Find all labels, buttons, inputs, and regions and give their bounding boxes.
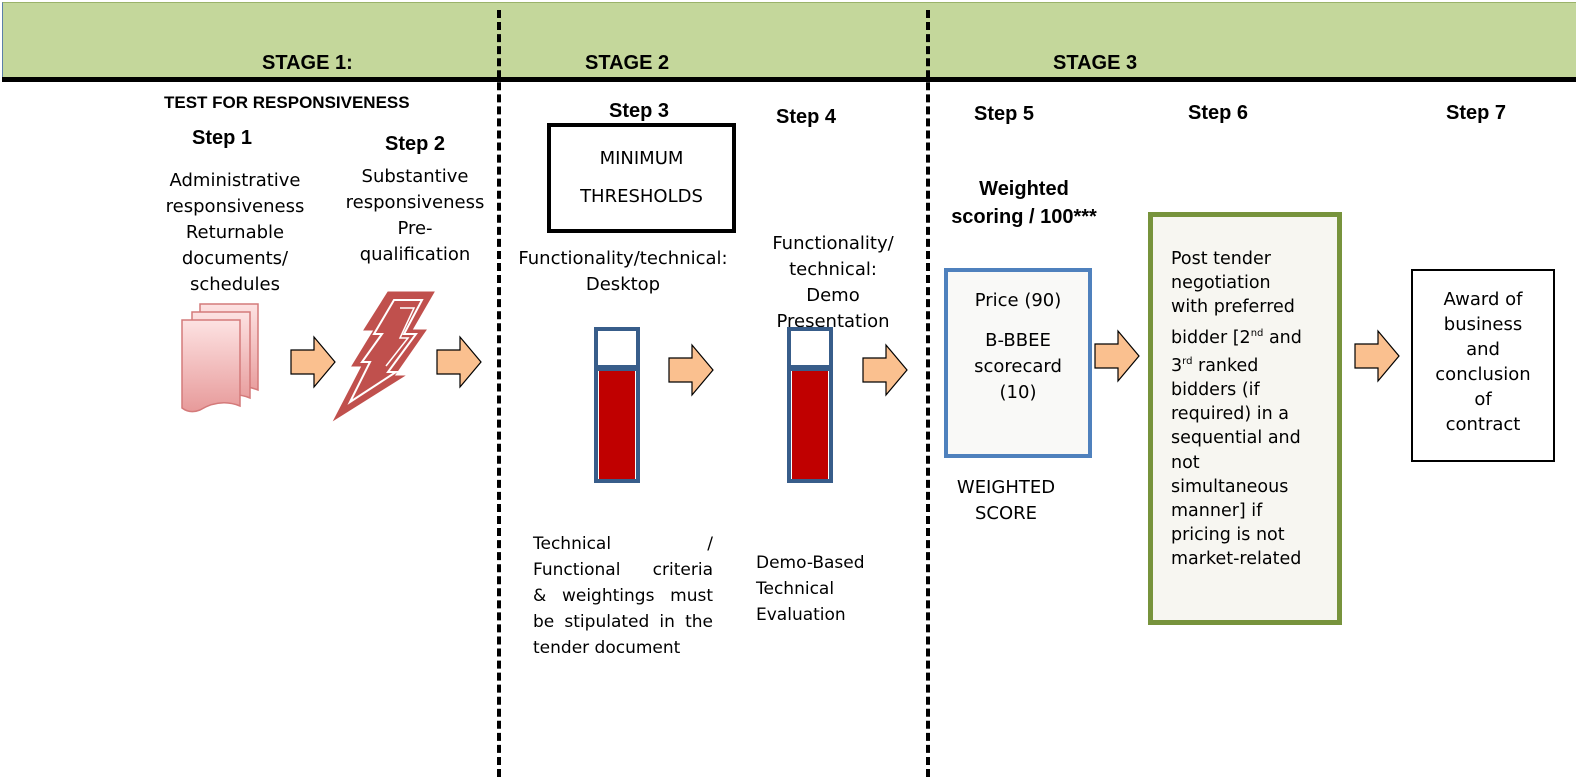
award-line: conclusion: [1435, 364, 1531, 385]
arrow-right-icon: [668, 343, 714, 397]
step2-description: Substantive responsiveness Pre- qualific…: [340, 164, 490, 268]
stage-1-label: STAGE 1:: [262, 52, 353, 74]
step4-note: Demo-Based Technical Evaluation: [756, 550, 896, 628]
negotiation-line: sequential and: [1171, 428, 1301, 449]
minimum-thresholds-box: MINIMUM THRESHOLDS: [547, 123, 736, 233]
step1-line: Administrative: [169, 170, 301, 191]
step4-line: Functionality/: [772, 233, 894, 254]
step4-note-line: Evaluation: [756, 605, 846, 625]
step4-line: Demo Presentation: [776, 285, 890, 332]
price-weight: Price (90): [974, 290, 1062, 311]
step-1-label: Step 1: [192, 127, 253, 149]
award-line: contract: [1445, 414, 1521, 435]
bbbee-weight: B-BBEE scorecard (10): [948, 328, 1088, 406]
post-tender-negotiation-box: Post tender negotiation with preferred b…: [1148, 212, 1342, 625]
bbbee-line: (10): [999, 382, 1037, 403]
threshold-gauge-icon: [787, 327, 833, 483]
step3-line: Functionality/technical:: [518, 248, 728, 269]
negotiation-line: manner] if: [1171, 501, 1263, 522]
lightning-bolt-icon: [332, 291, 435, 422]
award-of-business-box: Award of business and conclusion of cont…: [1411, 269, 1555, 462]
bbbee-line: scorecard: [974, 356, 1062, 377]
step1-line: documents/: [181, 248, 289, 269]
step3-note-line: be stipulated in the: [533, 612, 713, 632]
step3-note-line: Functional criteria: [533, 560, 713, 580]
weighted-score-label: WEIGHTED SCORE: [936, 475, 1076, 527]
step-5-label: Step 5: [974, 103, 1035, 125]
ordinal-suffix: rd: [1182, 355, 1193, 367]
threshold-gauge-icon: [594, 327, 640, 483]
stage-3-label: STAGE 3: [1053, 52, 1138, 74]
step4-note-line: Demo-Based: [756, 553, 865, 573]
step1-line: responsiveness: [165, 196, 305, 217]
step3-line: Desktop: [585, 274, 661, 295]
negotiation-text-part: and: [1263, 327, 1302, 348]
arrow-right-icon: [1354, 329, 1400, 383]
negotiation-line: bidder [2nd and: [1171, 326, 1337, 350]
arrow-right-icon: [290, 335, 336, 389]
negotiation-text-part: bidder [2: [1171, 327, 1251, 348]
negotiation-line: market-related: [1171, 549, 1302, 570]
step1-description: Administrative responsiveness Returnable…: [140, 168, 330, 298]
ordinal-suffix: nd: [1250, 327, 1264, 339]
award-line: and: [1466, 339, 1500, 360]
step2-line: Pre-: [397, 218, 433, 239]
documents-icon: [181, 303, 259, 413]
arrow-right-icon: [436, 335, 482, 389]
step4-line: technical:: [789, 259, 877, 280]
award-line: business: [1443, 314, 1523, 335]
weighted-score-line: WEIGHTED: [956, 477, 1056, 498]
step4-description: Functionality/ technical: Demo Presentat…: [750, 231, 916, 335]
weighted-heading-line: scoring / 100***: [951, 206, 1097, 228]
step-6-label: Step 6: [1188, 102, 1249, 124]
step3-note-line: Technical /: [533, 534, 713, 554]
negotiation-line: pricing is not: [1171, 525, 1285, 546]
negotiation-text: Post tender negotiation with preferred b…: [1171, 247, 1337, 572]
weighted-score-line: SCORE: [974, 503, 1038, 524]
negotiation-line: Post tender: [1171, 249, 1271, 269]
negotiation-line: simultaneous: [1171, 476, 1289, 497]
step2-line: Substantive: [361, 166, 469, 187]
negotiation-line: bidders (if: [1171, 380, 1260, 401]
negotiation-text-part: 3: [1171, 355, 1183, 376]
step-7-label: Step 7: [1446, 102, 1507, 124]
step1-line: schedules: [189, 274, 281, 295]
step3-note: Technical / Functional criteria & weight…: [533, 531, 713, 661]
award-line: of: [1474, 389, 1492, 410]
step4-note-line: Technical: [756, 579, 835, 599]
thresholds-line: THRESHOLDS: [580, 186, 703, 207]
negotiation-line: 3rd ranked: [1171, 354, 1337, 378]
step2-line: responsiveness: [345, 192, 485, 213]
negotiation-line: not: [1171, 452, 1200, 473]
award-text: Award of business and conclusion of cont…: [1413, 287, 1553, 437]
step-3-label: Step 3: [609, 100, 670, 122]
stage-2-label: STAGE 2: [585, 52, 670, 74]
stage-banner: [2, 2, 1576, 77]
award-line: Award of: [1443, 289, 1523, 310]
weighted-scoring-heading: Weighted scoring / 100***: [934, 175, 1114, 231]
step2-line: qualification: [359, 244, 471, 265]
step-2-label: Step 2: [385, 133, 446, 155]
stage1-heading: TEST FOR RESPONSIVENESS: [164, 93, 410, 112]
weighted-heading-line: Weighted: [979, 178, 1069, 200]
negotiation-text-part: ranked: [1192, 355, 1259, 376]
bbbee-line: B-BBEE: [985, 330, 1051, 351]
weighted-scoring-box: Price (90) B-BBEE scorecard (10): [944, 268, 1092, 458]
thresholds-line: MINIMUM: [599, 148, 684, 169]
stage-divider-1: [497, 10, 501, 777]
step1-line: Returnable: [185, 222, 285, 243]
negotiation-line: with preferred: [1171, 297, 1295, 318]
negotiation-line: negotiation: [1171, 273, 1271, 294]
step-4-label: Step 4: [776, 106, 837, 128]
negotiation-line: required) in a: [1171, 404, 1289, 425]
step3-note-line: & weightings must: [533, 586, 713, 606]
step3-note-line: tender document: [533, 638, 681, 658]
stage-divider-2: [926, 10, 930, 777]
arrow-right-icon: [862, 343, 908, 397]
arrow-right-icon: [1094, 329, 1140, 383]
step3-description: Functionality/technical: Desktop: [508, 246, 738, 298]
